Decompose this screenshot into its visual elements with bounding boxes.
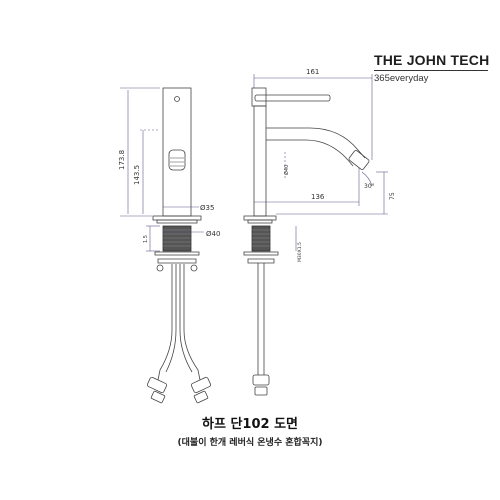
front-washer [154,251,200,256]
dim-spout-ref: Ø40 [283,165,290,175]
side-body [253,105,267,217]
side-lever [254,94,331,102]
side-washer [243,251,279,256]
dim-thread-left: 1.5 [143,235,149,243]
front-hose-fitting-left [146,376,168,404]
brand-name: THE JOHN TECH [374,52,490,68]
front-view [146,87,212,404]
front-hose-fitting-right [190,376,212,404]
dim-spout-reach: 136 [311,193,325,201]
front-aerator [168,149,186,171]
drawing-title: 하프 단102 도면 [202,417,298,432]
front-lever-pin [174,96,180,102]
dim-spout-angle: 30° [364,183,375,190]
side-dimensions [253,74,388,251]
dim-flange-diameter: Ø40 [206,230,220,238]
side-hose-fitting [252,374,270,386]
dim-outlet-height: 75 [389,192,396,200]
side-lever-cap [251,87,267,107]
front-dimensions [120,87,204,252]
dim-base-diameter: Ø35 [200,204,214,212]
dim-overall-height: 173.8 [118,150,126,170]
dim-thread-right: M30X1.5 [297,242,303,262]
side-nut [247,258,275,264]
side-base [243,215,277,221]
dim-body-height: 143.5 [133,165,141,185]
brand-logo: THE JOHN TECH 365everyday [374,52,489,84]
front-nut [157,258,197,264]
side-spout [266,127,366,159]
front-base [152,215,202,221]
dimension-labels: 173.8 143.5 Ø35 Ø40 1.5 161 136 75 30° Ø… [118,68,396,262]
drawing-subtitle: (대불이 한개 레버식 온냉수 혼합꼭지) [177,438,323,448]
dim-overall-length: 161 [306,68,319,76]
brand-divider [374,70,488,71]
side-spout-outlet [348,150,370,170]
front-hose-right [179,264,193,373]
side-view [243,87,370,396]
brand-tagline: 365everyday [374,73,429,84]
front-hose-left [157,264,173,381]
side-thread [251,225,271,252]
